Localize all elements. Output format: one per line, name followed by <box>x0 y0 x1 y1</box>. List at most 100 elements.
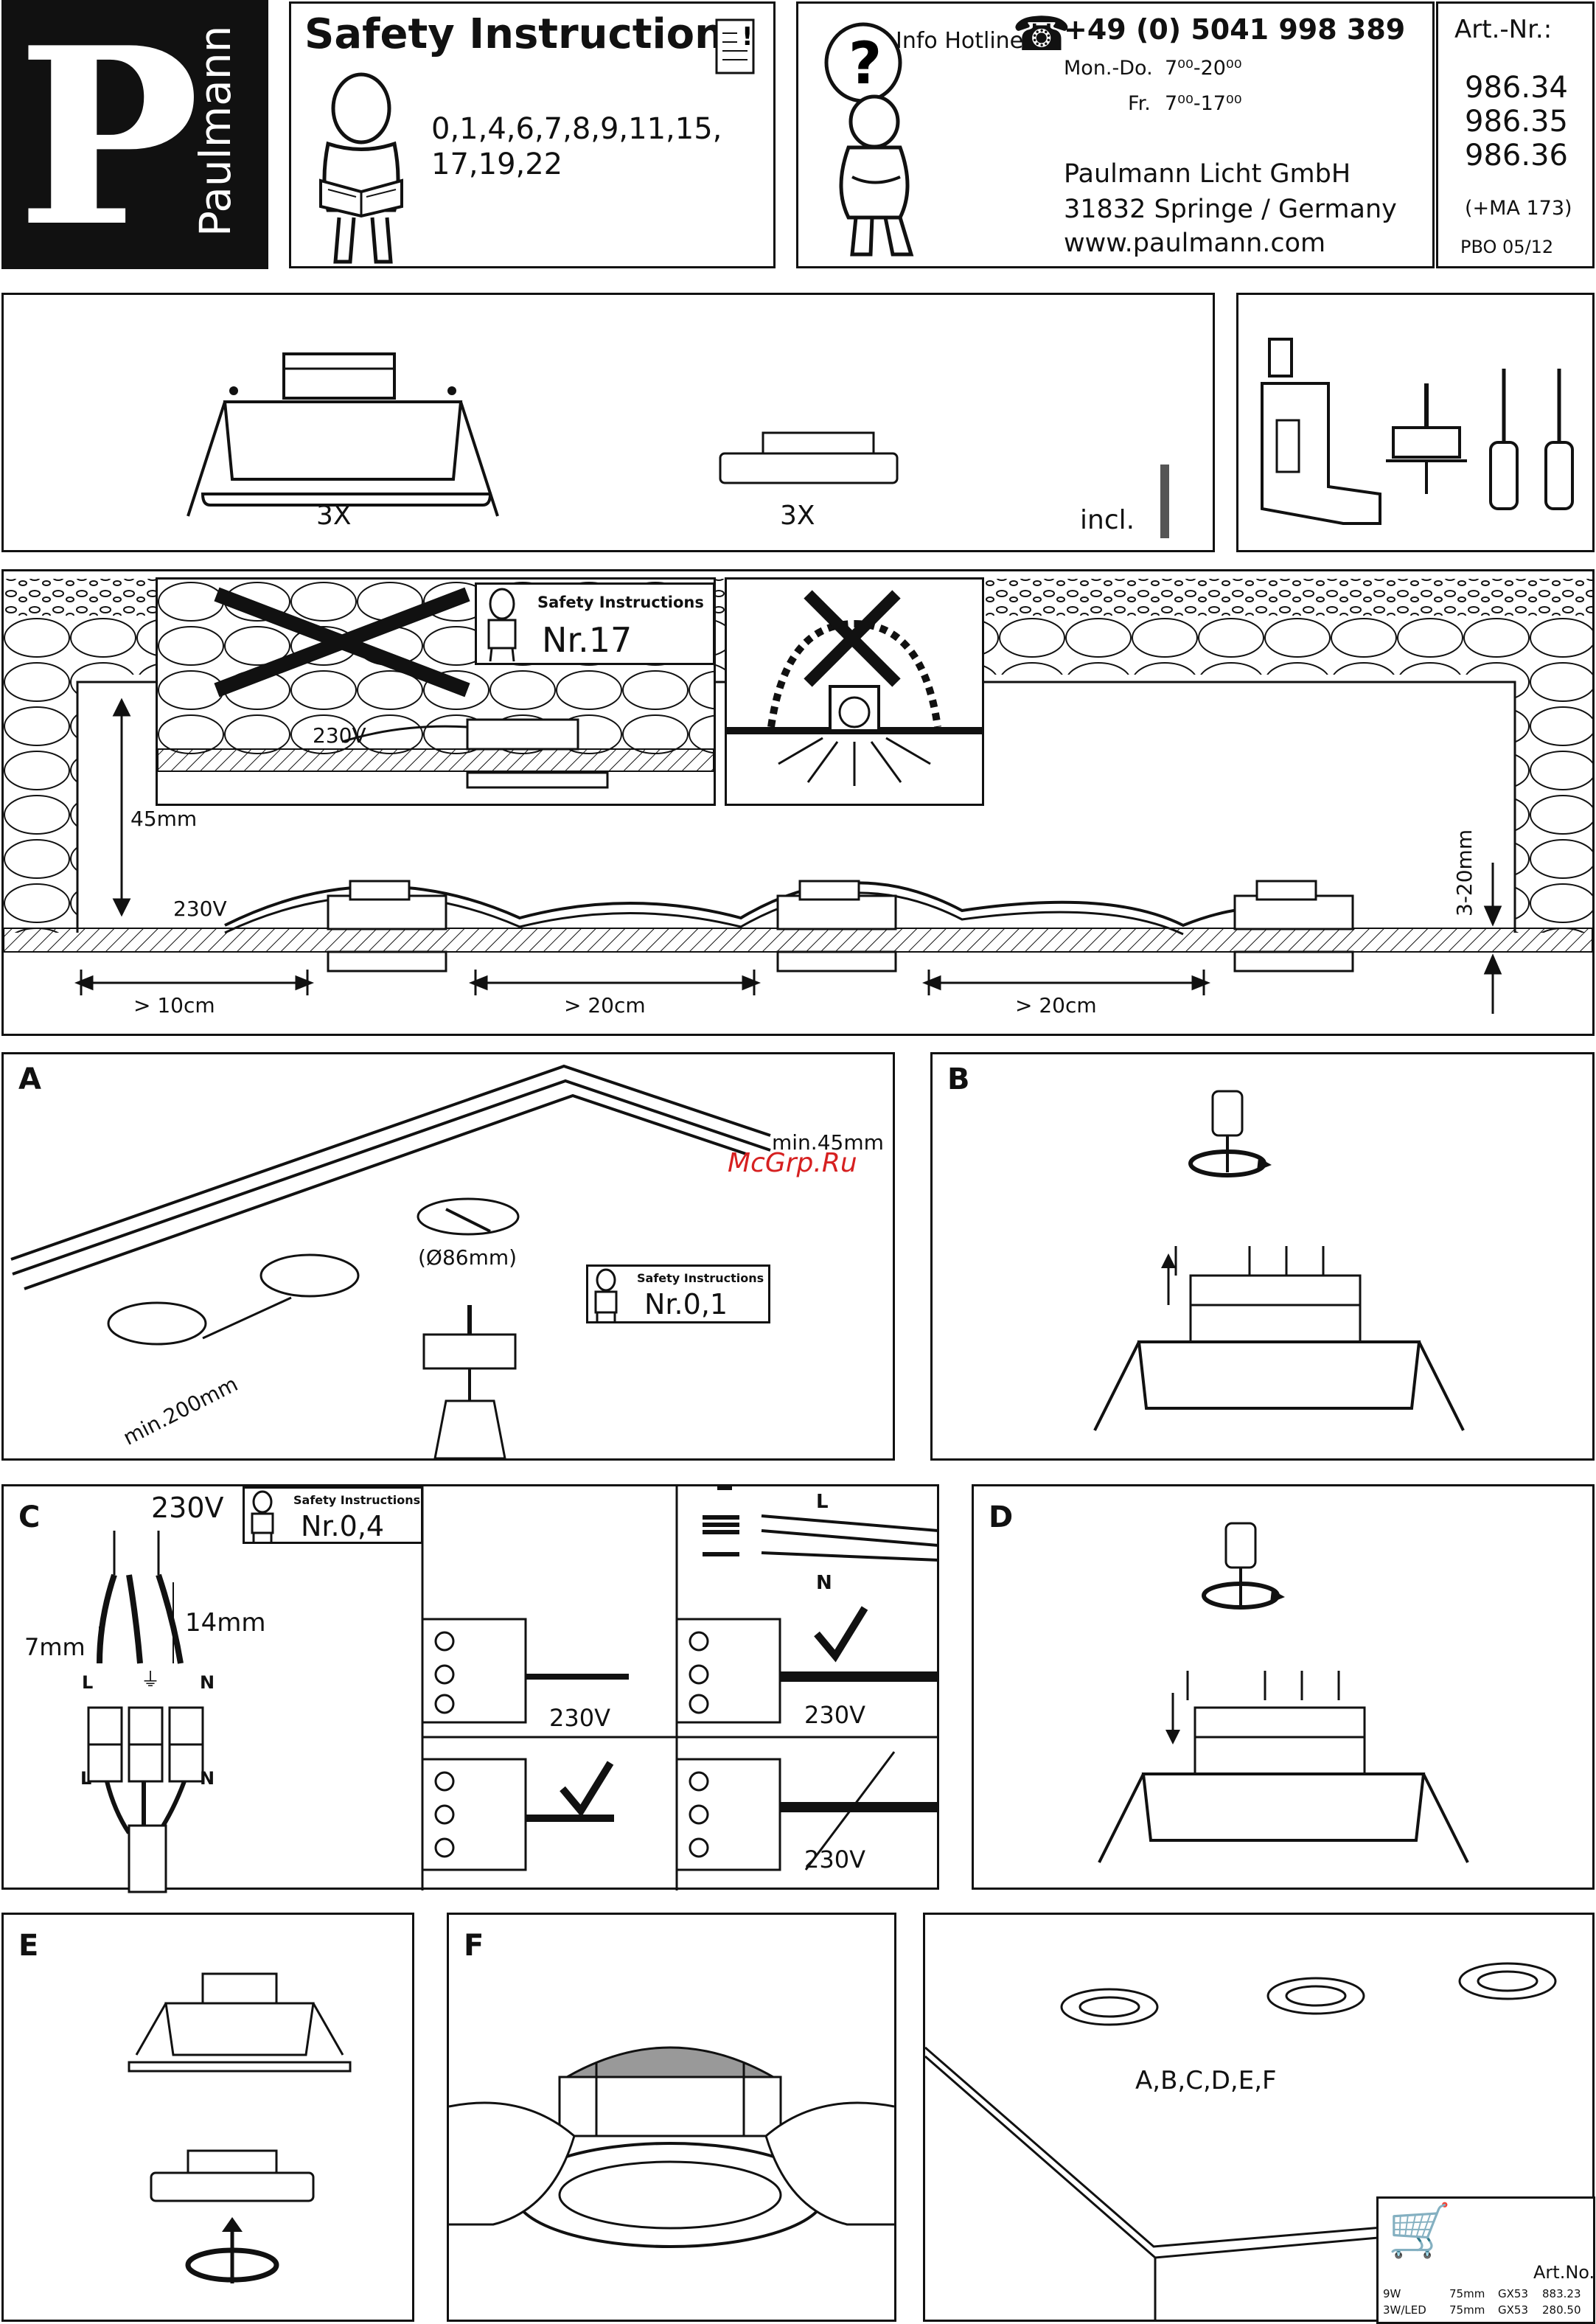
step-c-voltage-label: 230V <box>151 1492 224 1524</box>
strip-length-label: 14mm <box>185 1608 266 1638</box>
wire-n-label: N <box>816 1572 832 1594</box>
distance-between-1-label: > 20cm <box>564 993 646 1017</box>
driver-illustration <box>719 431 899 484</box>
no-insulation-cover-inset: 230V Safety Instructions Nr.17 <box>156 577 716 806</box>
screwdriver-icons <box>1489 369 1574 510</box>
ceiling-result-illustration <box>924 1962 1593 2320</box>
step-c-safety-person-icon <box>251 1490 274 1543</box>
hotline-phone: +49 (0) 5041 998 389 <box>1064 13 1406 46</box>
downlight-illustration <box>187 352 499 517</box>
step-f-letter: F <box>464 1929 484 1963</box>
article-number-panel: Art.-Nr.: 986.34 986.35 986.36 (+MA 173)… <box>1436 1 1595 268</box>
ceiling-drill-illustration <box>10 1064 771 1460</box>
inset-safety-title: Safety Instructions <box>537 594 704 611</box>
hole-diameter-label: (Ø86mm) <box>418 1245 518 1270</box>
driver-quantity: 3X <box>780 501 815 531</box>
article-number-1: 986.34 <box>1465 71 1568 105</box>
row2-article: 280.50 <box>1542 2303 1581 2317</box>
hotline-label: Info Hotline <box>896 28 1024 54</box>
min-depth-label: min.45mm <box>772 1130 884 1155</box>
svg-text:?: ? <box>848 31 882 97</box>
article-label: Art.-Nr.: <box>1454 15 1553 44</box>
watermark-text: McGrp.Ru <box>728 1148 857 1178</box>
hotline-panel: ? Info Hotline ☎ +49 (0) 5041 998 389 Mo… <box>796 1 1435 268</box>
article-number-2: 986.35 <box>1465 105 1568 139</box>
insert-driver-illustration <box>1098 1522 1469 1863</box>
strip-end-label: 7mm <box>24 1633 86 1661</box>
article-table: 🛒 Art.No. 9W 75mm GX53 883.23 3W/LED 75m… <box>1376 2196 1595 2324</box>
installation-overview-panel: 230V Safety Instructions Nr.17 45mm <box>1 569 1595 1036</box>
inset-safety-badge: Safety Instructions Nr.17 <box>475 582 715 665</box>
step-a-panel: A min.45mm McGrp.Ru (Ø86mm) min.200mm Sa… <box>1 1052 895 1461</box>
article-note: (+MA 173) <box>1465 197 1572 220</box>
step-b-panel: B <box>930 1052 1595 1461</box>
screw-illustration <box>1160 465 1169 538</box>
earth-icon: ⏚ <box>141 1669 161 1691</box>
wire-l-label: L <box>816 1491 829 1513</box>
included-label: incl. <box>1080 505 1135 535</box>
hours-friday: 7⁰⁰-17⁰⁰ <box>1165 92 1242 115</box>
terminal-l-label: L <box>82 1672 94 1693</box>
step-c-safety-number: Nr.0,4 <box>301 1510 385 1542</box>
hours-weekday: 7⁰⁰-20⁰⁰ <box>1165 57 1242 80</box>
luminaire-quantity: 3X <box>316 501 352 531</box>
reading-person-icon <box>319 72 403 264</box>
safety-instructions-panel: Safety Instructions ! 0,1,4,6,7,8,9,11,1… <box>289 1 776 268</box>
step-c-safety-title: Safety Instructions <box>293 1493 421 1507</box>
wire-stripping-illustration <box>87 1531 204 1893</box>
step-d-panel: D <box>972 1484 1595 1890</box>
step-a-safety-badge: Safety Instructions Nr.0,1 <box>586 1264 770 1323</box>
row1-article: 883.23 <box>1542 2287 1581 2300</box>
step-a-safety-person-icon <box>594 1268 618 1323</box>
article-table-header: Art.No. <box>1533 2262 1595 2283</box>
article-number-3: 986.36 <box>1465 139 1568 173</box>
row2-size: 75mm <box>1449 2303 1485 2317</box>
terminal-l2-label: L <box>80 1768 92 1789</box>
inset-safety-number: Nr.17 <box>542 620 633 660</box>
final-result-panel: A,B,C,D,E,F 🛒 Art.No. 9W 75mm GX53 883.2… <box>923 1913 1595 2324</box>
push-into-ceiling-illustration <box>448 2046 895 2248</box>
hours-weekday-label: Mon.-Do. <box>1064 57 1153 80</box>
insert-luminaire-illustration <box>128 1972 352 2283</box>
row2-socket: GX53 <box>1498 2303 1528 2317</box>
no-heat-cover-inset <box>725 577 984 806</box>
panel-voltage-3: 230V <box>804 1845 865 1874</box>
terminal-connection-panels <box>421 1486 939 1890</box>
main-voltage-label: 230V <box>173 897 227 921</box>
safety-numbers-line1: 0,1,4,6,7,8,9,11,15, <box>431 112 722 146</box>
ceiling-depth-label: 3-20mm <box>1452 829 1477 916</box>
step-b-letter: B <box>947 1062 970 1096</box>
company-website: www.paulmann.com <box>1064 229 1326 258</box>
distance-between-2-label: > 20cm <box>1015 993 1097 1017</box>
step-e-letter: E <box>18 1929 39 1963</box>
row1-socket: GX53 <box>1498 2287 1528 2300</box>
svg-text:!: ! <box>742 22 753 52</box>
heat-cover-cross <box>727 590 982 786</box>
panel-voltage-2: 230V <box>804 1701 865 1729</box>
safety-title: Safety Instructions <box>304 10 749 58</box>
distance-edge-label: > 10cm <box>133 993 215 1017</box>
row1-power: 9W <box>1383 2287 1401 2300</box>
safety-numbers-line2: 17,19,22 <box>431 147 563 181</box>
insulation-height-label: 45mm <box>130 807 198 831</box>
step-a-safety-title: Safety Instructions <box>637 1271 764 1285</box>
step-c-letter: C <box>18 1500 41 1534</box>
terminal-n-label: N <box>200 1672 215 1693</box>
question-person-icon: ? <box>824 22 914 257</box>
company-name: Paulmann Licht GmbH <box>1064 159 1351 189</box>
step-c-safety-badge: Safety Instructions Nr.0,4 <box>243 1486 423 1544</box>
step-a-letter: A <box>18 1062 41 1096</box>
hours-friday-label: Fr. <box>1128 92 1151 115</box>
drill-icon <box>1261 338 1381 525</box>
logo-brand-name: Paulmann <box>190 25 240 237</box>
step-c-panel: C 230V Safety Instructions Nr.0,4 14mm 7… <box>1 1484 939 1893</box>
article-code: PBO 05/12 <box>1460 237 1554 257</box>
tools-panel <box>1236 293 1595 552</box>
step-e-panel: E <box>1 1913 414 2322</box>
row2-power: 3W/LED <box>1383 2303 1426 2317</box>
phone-icon: ☎ <box>1012 7 1071 62</box>
step-a-safety-number: Nr.0,1 <box>644 1288 728 1321</box>
document-warning-icon: ! <box>715 18 755 74</box>
remove-driver-illustration <box>1093 1090 1465 1431</box>
package-contents-panel: 3X 3X incl. <box>1 293 1215 552</box>
